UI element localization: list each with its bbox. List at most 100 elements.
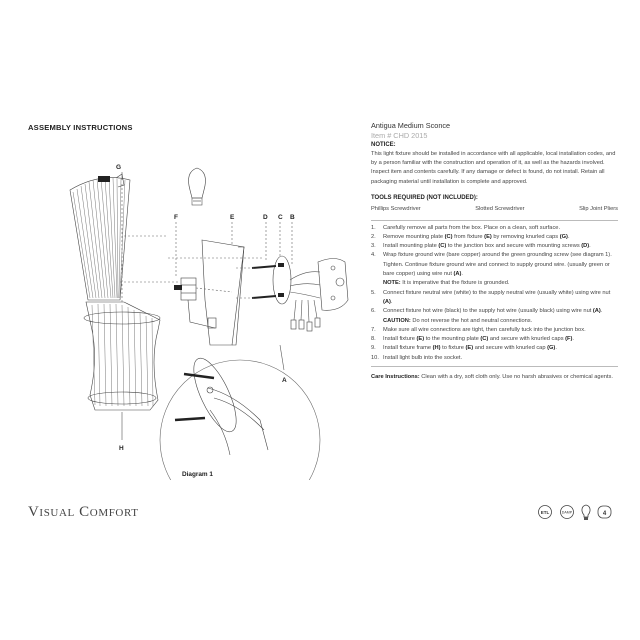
step-number: 3. <box>371 243 376 250</box>
damp-location-icon: DAMP <box>560 505 574 519</box>
step-text-segment: . <box>572 336 574 343</box>
care-heading: Care Instructions: <box>371 374 420 381</box>
svg-text:4: 4 <box>603 511 607 517</box>
detail-diagram-1 <box>159 357 321 480</box>
step-text: Connect fixture hot wire (black) to the … <box>383 308 602 314</box>
step-item: 4. Wrap fixture ground wire (bare copper)… <box>371 251 618 288</box>
step-text-segment: and secure with knurled cap <box>473 345 548 352</box>
step-text-segment: . <box>567 233 570 240</box>
step-text: Connect fixture neutral wire (white) to … <box>383 290 610 305</box>
step-text-segment: to the mounting plate <box>424 336 481 343</box>
brand-name: Visual Comfort <box>28 504 139 520</box>
socket-and-arm <box>174 277 217 329</box>
svg-text:ETL: ETL <box>541 510 550 515</box>
step-text-segment: . <box>600 308 603 315</box>
step-number: 9. <box>371 345 376 352</box>
page-title: ASSEMBLY INSTRUCTIONS <box>28 123 133 132</box>
part-reference: (C) <box>444 233 453 240</box>
step-text-segment: . <box>390 298 393 305</box>
step-number: 5. <box>371 289 376 296</box>
step-text-segment: Install mounting plate <box>383 243 439 250</box>
brand-logo-text: Visual Comfort <box>28 504 139 521</box>
assembly-diagram: G F E D C B A H <box>69 164 349 480</box>
step-text-segment: Install fixture frame <box>383 345 433 352</box>
part-reference: (A) <box>592 308 601 315</box>
step-number: 2. <box>371 233 376 240</box>
step-text-segment: Carefully remove all parts from the box.… <box>383 224 561 231</box>
step-item: 8.Install fixture (E) to the mounting pl… <box>371 335 618 344</box>
part-reference: (C) <box>480 336 489 343</box>
divider <box>371 366 618 368</box>
label-d: D <box>263 214 268 221</box>
note-text: Do not reverse the hot and neutral conne… <box>410 317 533 324</box>
step-text-segment: Make sure all wire connections are tight… <box>383 326 586 333</box>
step-text: Remove mounting plate (C) from fixture (… <box>383 234 570 240</box>
step-item: 6.Connect fixture hot wire (black) to th… <box>371 307 618 326</box>
knurled-cap-g <box>98 173 125 188</box>
tool-item: Slip Joint Pliers <box>579 206 618 213</box>
step-number: 4. <box>371 252 376 259</box>
step-item: 7. Make sure all wire connections are tig… <box>371 326 618 335</box>
mounting-plate-c <box>272 255 292 305</box>
diagram-caption: Diagram 1 <box>182 471 213 478</box>
step-text-segment: . <box>589 243 591 250</box>
part-reference: (G) <box>559 233 568 240</box>
label-e: E <box>230 214 235 221</box>
step-text-segment: . <box>555 345 557 352</box>
steps-list: 1. Carefully remove all parts from the bo… <box>371 224 618 363</box>
step-text-segment: to fixture <box>440 345 466 352</box>
part-reference: (A) <box>453 271 462 278</box>
bulb-icon <box>581 504 591 520</box>
part-reference: (E) <box>416 336 425 343</box>
mounting-screws-d <box>251 265 277 299</box>
label-g: G <box>116 164 121 171</box>
etl-listed-icon: ETL <box>538 505 552 519</box>
fixture-frame-upper <box>69 177 131 301</box>
notice-heading: NOTICE: <box>371 141 396 148</box>
step-text: Carefully remove all parts from the box.… <box>383 225 560 231</box>
leader-lines <box>121 172 285 440</box>
fixture-e <box>201 239 245 346</box>
wires <box>289 271 321 332</box>
part-reference: (E) <box>465 345 474 352</box>
step-text-segment: and secure with knurled caps <box>488 336 566 343</box>
product-name: Antigua Medium Sconce <box>371 121 451 130</box>
step-item: 2. Remove mounting plate (C) from fixture… <box>371 233 618 242</box>
part-reference: (E) <box>484 233 492 240</box>
step-text-segment: Install light bulb into the socket. <box>383 354 463 361</box>
step-text-segment: from fixture <box>452 233 485 240</box>
step-text-segment: Install fixture <box>383 336 417 343</box>
fixture-frame-lower <box>83 301 161 411</box>
notice-text: This light fixture should be installed i… <box>371 150 616 185</box>
step-text-segment: Connect fixture hot wire (black) to the … <box>383 308 593 315</box>
care-text: Clean with a dry, soft cloth only. Use n… <box>419 374 613 381</box>
light-bulb-drawing <box>188 167 206 206</box>
tools-heading: TOOLS REQUIRED (NOT INCLUDED): <box>371 194 478 201</box>
part-reference: (A) <box>383 298 391 305</box>
step-text-segment: . <box>461 271 463 278</box>
note-text: It is imperative that the fixture is gro… <box>400 280 510 287</box>
item-number: Item # CHD 2015 <box>371 131 428 140</box>
note-label: CAUTION: <box>383 317 411 324</box>
bulb-count-badge: 4 <box>597 505 612 519</box>
step-item: 10. Install light bulb into the socket. <box>371 354 618 363</box>
tools-list: Phillips Screwdriver Slotted Screwdriver… <box>371 205 618 221</box>
junction-box <box>317 258 349 311</box>
step-item: 1. Carefully remove all parts from the bo… <box>371 224 618 233</box>
step-number: 7. <box>371 326 376 333</box>
step-number: 10. <box>371 354 379 361</box>
step-text: Wrap fixture ground wire (bare copper) a… <box>383 252 612 277</box>
step-note: NOTE: It is imperative that the fixture … <box>383 279 618 288</box>
part-reference: (G) <box>547 345 556 352</box>
label-c: C <box>278 214 283 221</box>
label-b: B <box>290 214 295 221</box>
step-number: 1. <box>371 224 376 231</box>
alignment-lines <box>120 184 293 302</box>
label-a: A <box>282 377 287 384</box>
step-text: Make sure all wire connections are tight… <box>383 327 586 333</box>
step-text-segment: by removing knurled caps <box>491 233 560 240</box>
instructions-panel: Antigua Medium Sconce Item # CHD 2015 NO… <box>371 120 618 382</box>
step-text: Install fixture (E) to the mounting plat… <box>383 336 574 342</box>
step-item: 3.Install mounting plate (C) to the junc… <box>371 242 618 251</box>
step-text: Install light bulb into the socket. <box>383 355 462 361</box>
